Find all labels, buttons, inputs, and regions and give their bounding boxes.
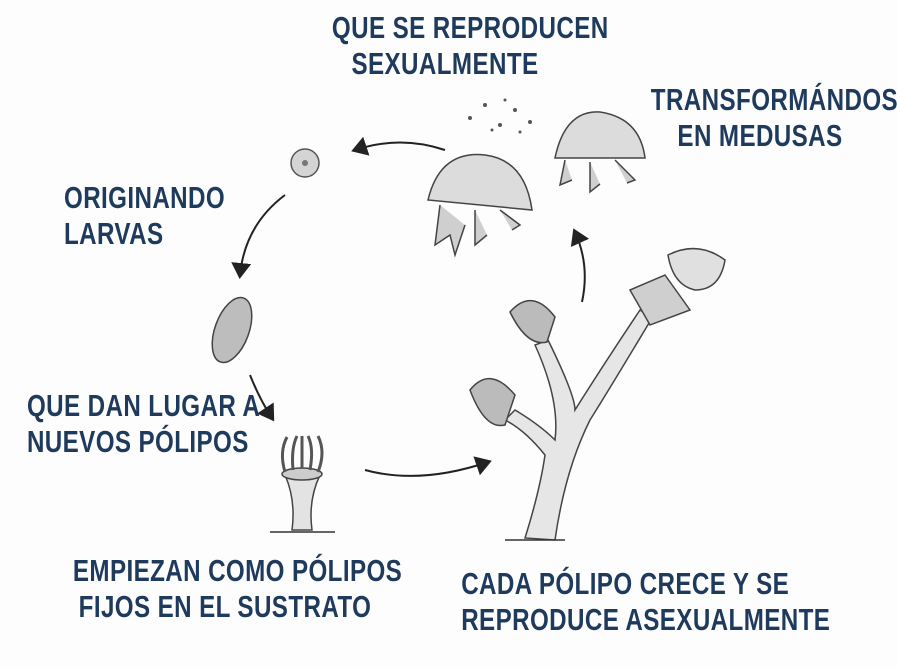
label-start-polyps: EMPIEZAN COMO PÓLIPOS FIJOS EN EL SUSTRA… xyxy=(72,553,403,625)
label-new-polyps: QUE DAN LUGAR A NUEVOS PÓLIPOS xyxy=(26,388,261,460)
label-larvae: ORIGINANDO LARVAS xyxy=(64,180,225,252)
gametes-icon xyxy=(468,98,532,134)
arrow-egg-to-larva xyxy=(231,194,286,279)
egg-icon xyxy=(290,148,320,178)
label-line: CADA PÓLIPO CRECE Y SE xyxy=(461,566,790,601)
arrow-colony-to-medusa xyxy=(570,228,590,303)
label-asexual-reproduction: CADA PÓLIPO CRECE Y SE REPRODUCE ASEXUAL… xyxy=(461,566,831,638)
label-sexual-reproduction: QUE SE REPRODUCEN SEXUALMENTE xyxy=(331,10,609,82)
label-line: REPRODUCE ASEXUALMENTE xyxy=(461,602,831,637)
label-line: NUEVOS PÓLIPOS xyxy=(26,424,249,459)
label-line: EN MEDUSAS xyxy=(677,118,843,153)
medusa-large-icon xyxy=(427,153,533,258)
polyp-colony-icon xyxy=(469,247,726,541)
label-line: QUE DAN LUGAR A xyxy=(26,388,261,423)
young-polyp-icon xyxy=(270,435,335,533)
label-medusae: TRANSFORMÁNDOSE EN MEDUSAS xyxy=(650,82,897,154)
medusa-small-icon xyxy=(554,111,646,194)
label-line: FIJOS EN EL SUSTRATO xyxy=(78,589,372,624)
label-line: TRANSFORMÁNDOSE xyxy=(650,82,897,117)
arrow-polyp-to-colony xyxy=(364,456,492,477)
label-line: SEXUALMENTE xyxy=(351,46,539,81)
arrow-larva-to-polyp xyxy=(249,374,275,422)
arrow-gametes-to-egg xyxy=(351,136,446,156)
label-line: QUE SE REPRODUCEN xyxy=(331,10,609,45)
label-line: ORIGINANDO xyxy=(64,180,226,215)
label-line: EMPIEZAN COMO PÓLIPOS xyxy=(72,553,403,588)
label-line: LARVAS xyxy=(64,216,164,251)
larva-icon xyxy=(211,296,253,364)
